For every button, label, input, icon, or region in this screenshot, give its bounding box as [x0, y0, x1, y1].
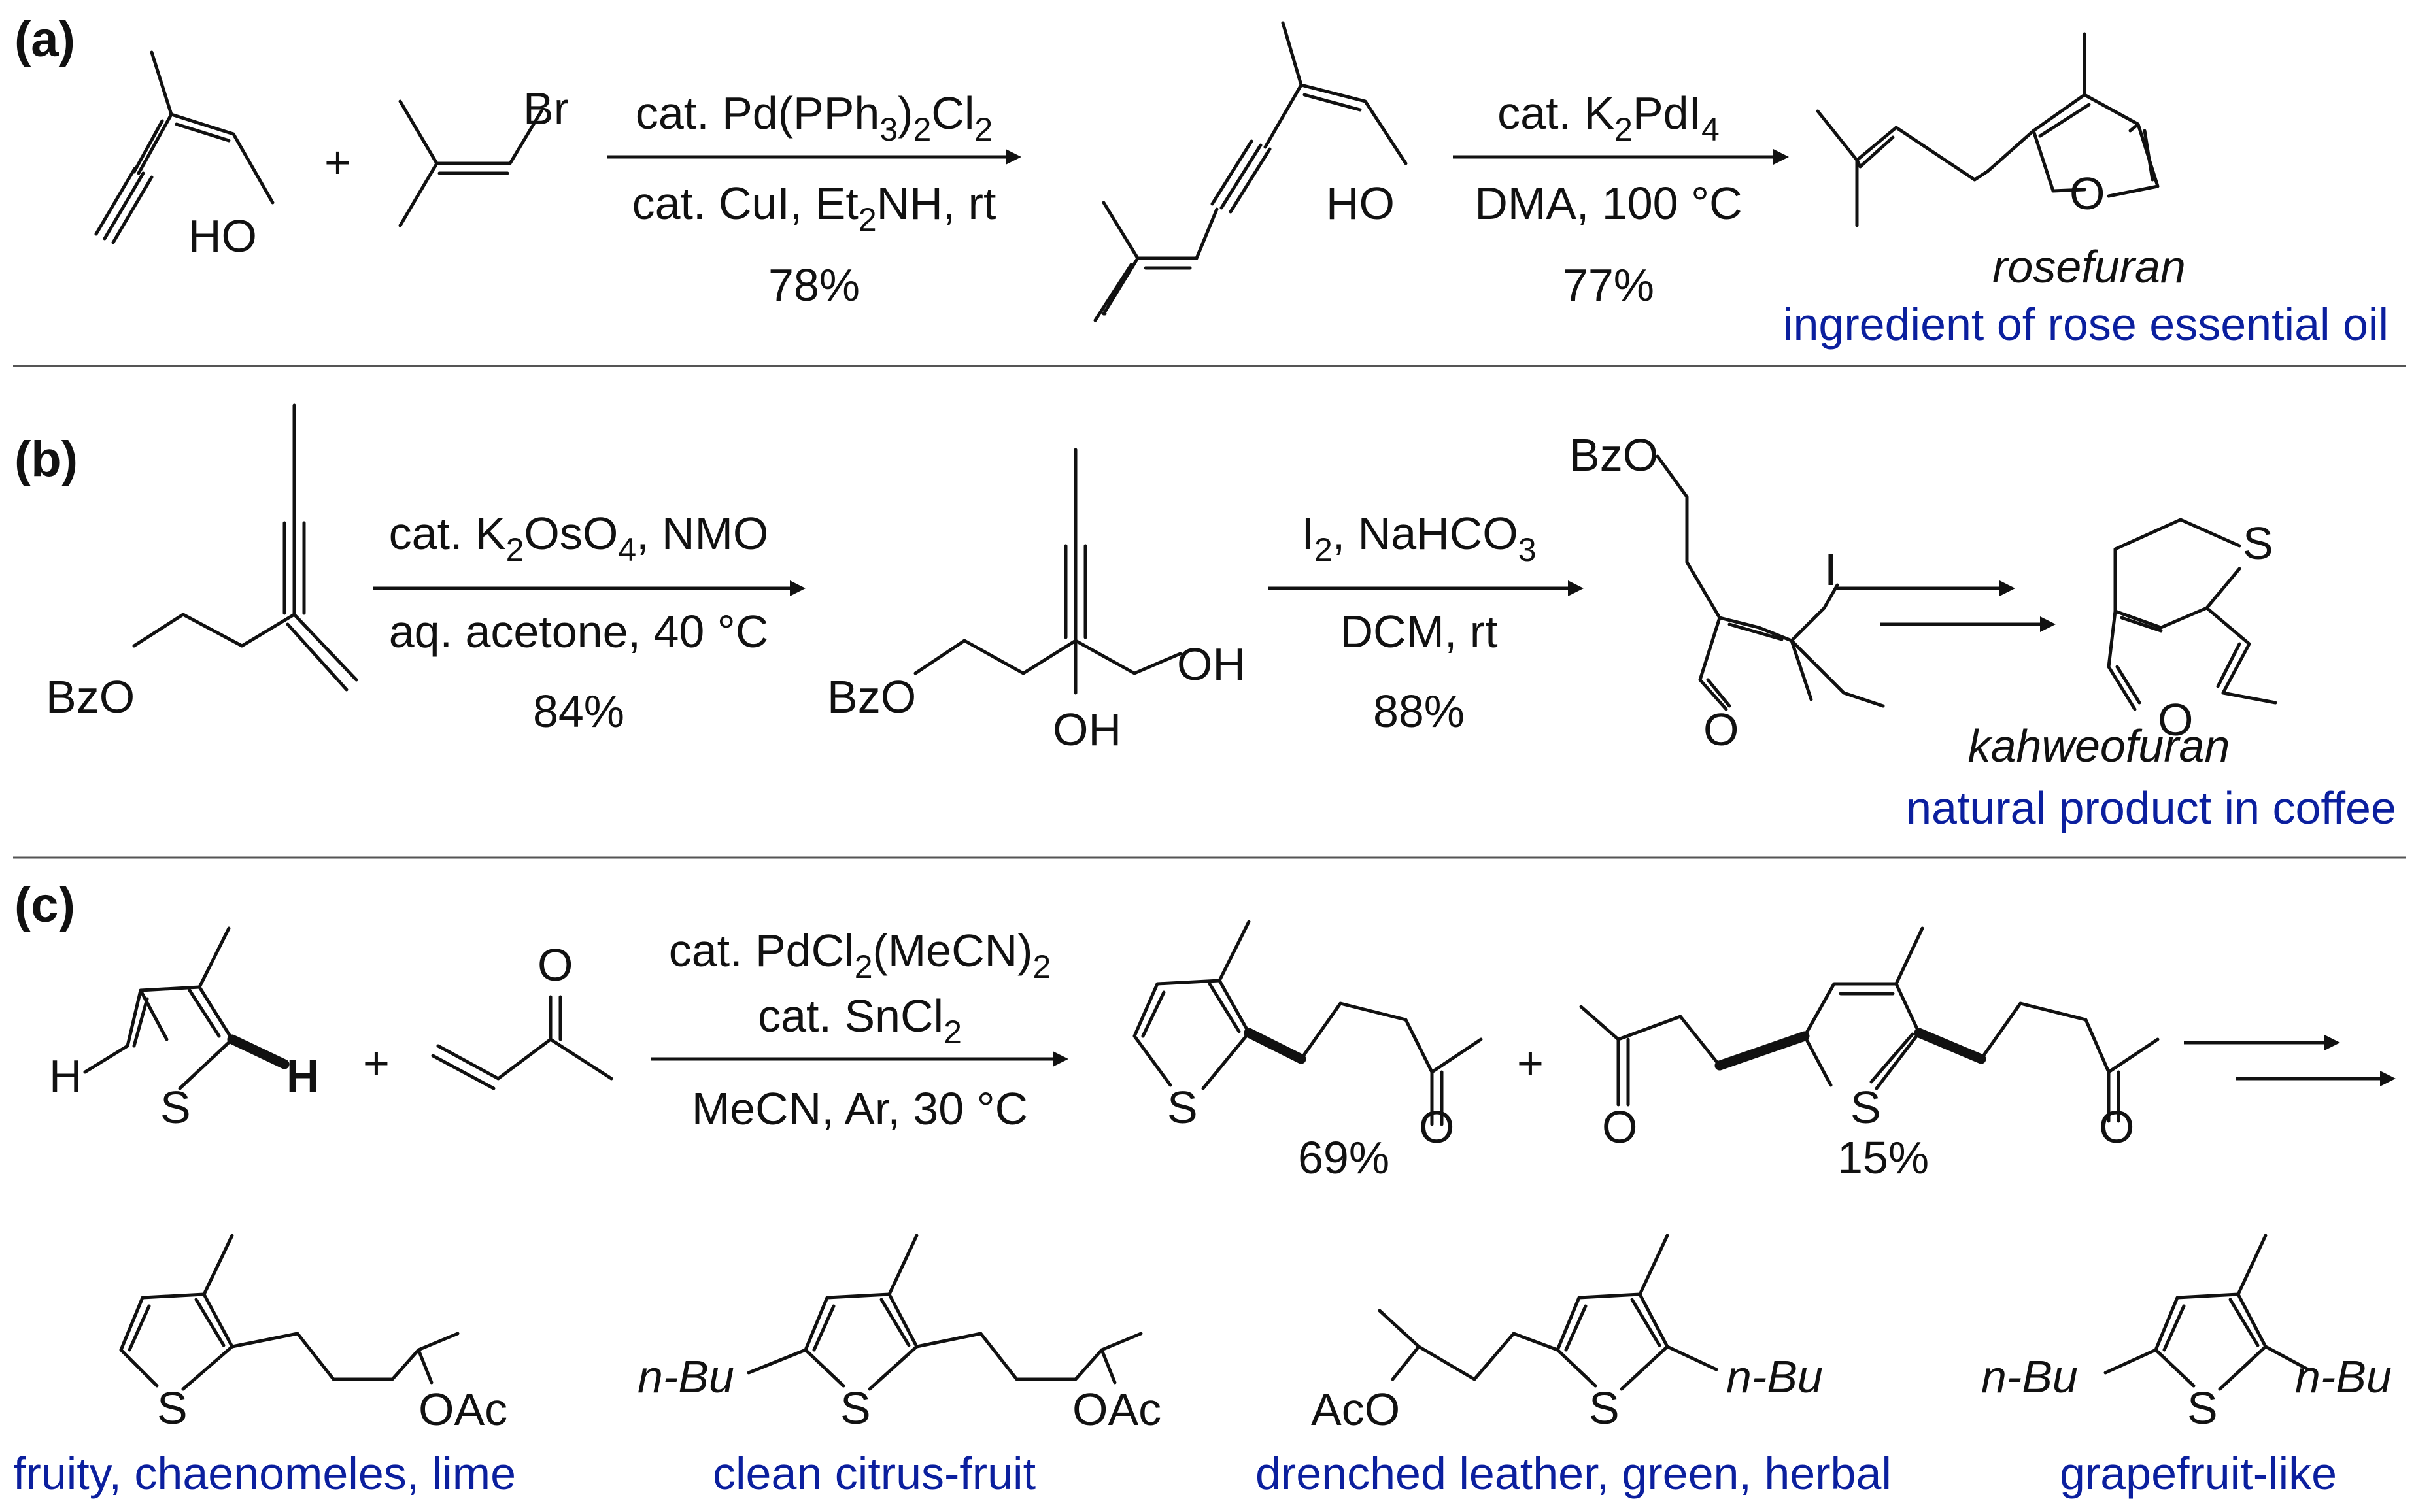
atom-s-3: S — [1850, 1082, 1881, 1133]
arrow-a1: cat. Pd(PPh3)2Cl2 cat. CuI, Et2NH, rt 78… — [607, 88, 1021, 311]
condition-b1-line1: cat. K2OsO4, NMO — [389, 508, 769, 568]
atom-o-iodofuran: O — [1703, 704, 1739, 755]
yield-c-bis: 15% — [1837, 1132, 1929, 1183]
plus-sign-c1: + — [363, 1037, 390, 1088]
odorant-3-aco: AcO — [1311, 1384, 1400, 1435]
odorant-1-s: S — [157, 1383, 188, 1434]
atom-ho-2: HO — [1326, 178, 1395, 229]
atom-i: I — [1824, 544, 1837, 595]
section-c: (c) H S H + O cat. PdCl2(MeCN)2 cat. SnC… — [13, 877, 2396, 1499]
intermediate-diol: BzO OH OH — [827, 448, 1246, 755]
atom-bzo-2: BzO — [827, 671, 916, 722]
structure-kahweofuran: S O — [2107, 518, 2277, 745]
arrow-a2: cat. K2PdI4 DMA, 100 °C 77% — [1453, 88, 1789, 311]
yield-b2: 88% — [1373, 686, 1465, 737]
odorant-4-nbu-2: n-Bu — [2295, 1351, 2392, 1402]
reactant-enyne-benzoate: BzO — [46, 403, 358, 722]
structure-rosefuran: O — [1816, 32, 2160, 227]
atom-o-1: O — [537, 939, 573, 990]
product-note-rosefuran: ingredient of rose essential oil — [1783, 299, 2389, 350]
product-note-kahweofuran: natural product in coffee — [1906, 782, 2396, 833]
atom-o-4: O — [2099, 1101, 2134, 1152]
condition-a2-line2: DMA, 100 °C — [1474, 178, 1742, 229]
odorant-3-s: S — [1589, 1383, 1620, 1434]
atom-s-1: S — [160, 1082, 191, 1133]
condition-c1-line1: cat. PdCl2(MeCN)2 — [669, 925, 1051, 985]
condition-a1-line2: cat. CuI, Et2NH, rt — [632, 178, 996, 238]
atom-oh-1: OH — [1177, 639, 1246, 690]
reactant-methylthiophene: H S H — [49, 926, 320, 1133]
yield-a2: 77% — [1563, 260, 1654, 311]
arrow-b1: cat. K2OsO4, NMO aq. acetone, 40 °C 84% — [373, 508, 806, 737]
reactant-enynol: HO — [94, 50, 275, 261]
odorant-4-note: grapefruit-like — [2060, 1448, 2337, 1499]
section-b: (b) BzO cat. K2OsO4, NMO aq. acetone, 40… — [14, 403, 2396, 833]
product-mono-ketone: S O — [1132, 920, 1483, 1152]
arrow-b2: I2, NaHCO3 DCM, rt 88% — [1268, 508, 1584, 737]
odorant-4-nbu-1: n-Bu — [1981, 1351, 2078, 1402]
arrow-b3-multistep — [1837, 580, 2056, 632]
condition-b1-line2: aq. acetone, 40 °C — [389, 606, 769, 657]
odorant-3-note: drenched leather, green, herbal — [1255, 1448, 1892, 1499]
reactant-mvk: O — [431, 939, 613, 1090]
odorant-2-s: S — [840, 1383, 871, 1434]
condition-c1-line2: cat. SnCl2 — [758, 990, 962, 1050]
section-b-label: (b) — [14, 431, 78, 487]
odorant-4: S n-Bu n-Bu grapefruit-like — [1981, 1234, 2392, 1499]
odorant-2-nbu: n-Bu — [638, 1351, 734, 1402]
odorant-4-s: S — [2187, 1383, 2218, 1434]
condition-a2-line1: cat. K2PdI4 — [1497, 88, 1720, 148]
odorant-2-note: clean citrus-fruit — [713, 1448, 1036, 1499]
product-bis-ketone: O S O — [1579, 926, 2160, 1152]
arrow-c2-multistep — [2184, 1035, 2396, 1086]
atom-s-2: S — [1167, 1082, 1198, 1133]
atom-s-kahweofuran: S — [2243, 518, 2273, 569]
atom-bzo-1: BzO — [46, 671, 135, 722]
atom-oh-2: OH — [1053, 704, 1121, 755]
atom-h-1: H — [49, 1050, 82, 1101]
odorant-1: S OAc fruity, chaenomeles, lime — [13, 1234, 516, 1499]
section-c-label: (c) — [14, 877, 75, 933]
reactant-vinyl-bromide: Br — [398, 83, 569, 227]
condition-b2-line2: DCM, rt — [1340, 606, 1497, 657]
product-name-rosefuran: rosefuran — [1992, 241, 2186, 292]
odorant-2-oac: OAc — [1072, 1384, 1161, 1435]
intermediate-dienynol: HO — [1093, 21, 1408, 322]
atom-o-furan: O — [2069, 168, 2105, 219]
intermediate-iodofuran: BzO I O — [1569, 429, 1885, 755]
atom-h-2: H — [286, 1050, 320, 1101]
condition-c1-line3: MeCN, Ar, 30 °C — [692, 1083, 1028, 1134]
yield-b1: 84% — [533, 686, 624, 737]
odorant-1-oac: OAc — [418, 1384, 507, 1435]
atom-o-kahweofuran: O — [2158, 694, 2193, 745]
condition-a1-line1: cat. Pd(PPh3)2Cl2 — [636, 88, 993, 148]
section-a: (a) HO + Br cat. Pd(PPh3)2Cl2 cat. CuI, … — [14, 12, 2389, 350]
section-a-label: (a) — [14, 12, 75, 67]
atom-bzo-3: BzO — [1569, 429, 1658, 480]
atom-ho-1: HO — [188, 210, 257, 261]
yield-c-mono: 69% — [1298, 1132, 1389, 1183]
atom-o-2: O — [1419, 1101, 1454, 1152]
odorant-3: S AcO n-Bu drenched leather, green, herb… — [1255, 1234, 1892, 1499]
odorant-1-note: fruity, chaenomeles, lime — [13, 1448, 516, 1499]
condition-b2-line1: I2, NaHCO3 — [1301, 508, 1536, 568]
odorant-3-nbu: n-Bu — [1726, 1351, 1823, 1402]
plus-sign-a: + — [324, 137, 351, 188]
atom-o-3: O — [1602, 1101, 1637, 1152]
odorant-2: S n-Bu OAc clean citrus-fruit — [638, 1234, 1161, 1499]
arrow-c1: cat. PdCl2(MeCN)2 cat. SnCl2 MeCN, Ar, 3… — [651, 925, 1068, 1134]
product-name-kahweofuran: kahweofuran — [1968, 720, 2230, 771]
plus-sign-c2: + — [1517, 1037, 1544, 1088]
yield-a1: 78% — [768, 260, 860, 311]
atom-br: Br — [523, 83, 569, 134]
